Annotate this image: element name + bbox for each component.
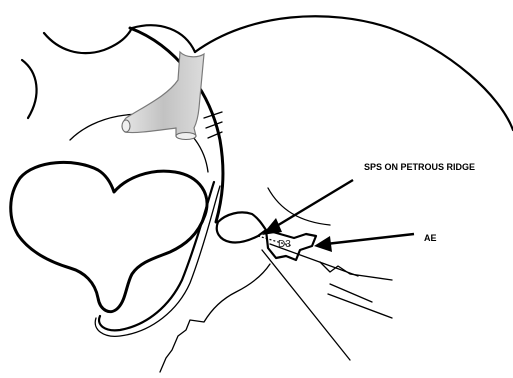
sps-label: SPS ON PETROUS RIDGE [364, 162, 475, 172]
ae-arrow [314, 234, 414, 252]
lower-left-fissure [160, 264, 270, 372]
vessel-opening-right [176, 133, 196, 140]
tentorium-outer-arc [195, 16, 513, 130]
upper-left-arc [44, 25, 195, 53]
vessel-shaded [123, 52, 204, 139]
sps-arrow [262, 180, 353, 235]
ae-label: AE [424, 233, 437, 243]
petrous-apex [217, 212, 266, 242]
petrous-ridge-arc [268, 188, 330, 225]
lower-zigzag-right [320, 262, 392, 318]
nerve-inner-line [95, 186, 220, 336]
vessel-opening-left [122, 120, 130, 132]
left-bracket-arc [22, 60, 37, 118]
d3-label: D3 [278, 239, 291, 250]
